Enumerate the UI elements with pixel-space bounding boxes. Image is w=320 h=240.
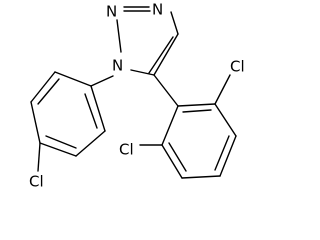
atom-cl-bottom-label: Cl xyxy=(119,141,134,159)
ring2-bond-a xyxy=(177,103,216,107)
ring1-bond-d xyxy=(30,101,41,144)
ring2-bond-d xyxy=(181,175,221,179)
atom-n3-label: N xyxy=(152,1,163,19)
bond-c5-aryl xyxy=(153,74,179,107)
atom-cl-top-label: Cl xyxy=(230,58,245,76)
ring2-bond-c xyxy=(219,135,237,177)
ring1-bond-f xyxy=(54,71,92,87)
atom-n2-label: N xyxy=(106,3,117,21)
ring1-bond-c xyxy=(39,142,77,157)
bond-c4-c5-inner xyxy=(148,36,174,74)
bond-ortho-cl-top xyxy=(214,74,231,105)
dichlorophenyl-ring xyxy=(139,74,237,179)
ring1-bond-e xyxy=(30,71,56,103)
ring2-bond-f xyxy=(161,105,179,146)
chemical-structure: N N N Cl Cl Cl xyxy=(29,1,245,191)
chlorophenyl-ring xyxy=(30,71,106,172)
ring1-bond-e-inner xyxy=(37,78,60,105)
ring1-bond-a-inner xyxy=(84,93,98,129)
ring2-bond-e-inner xyxy=(168,142,187,172)
bond-n3-c4 xyxy=(170,11,179,35)
triazole-ring xyxy=(116,6,179,76)
bond-para-cl xyxy=(37,142,41,172)
atom-cl-para-label: Cl xyxy=(29,173,44,191)
ring2-bond-c-inner xyxy=(214,135,230,171)
bond-n2-n1 xyxy=(116,19,122,53)
ring2-bond-b xyxy=(214,103,237,137)
ring1-bond-c-inner xyxy=(45,135,77,149)
ring2-bond-e xyxy=(161,144,183,179)
atom-n1-label: N xyxy=(112,57,123,75)
ring1-bond-a xyxy=(90,85,106,132)
bond-c5-n1 xyxy=(130,69,155,76)
ring1-bond-b xyxy=(75,130,106,157)
bond-n1-aryl xyxy=(90,75,114,87)
ring2-bond-a-inner xyxy=(182,109,212,113)
bond-c4-c5-outer xyxy=(153,33,179,76)
